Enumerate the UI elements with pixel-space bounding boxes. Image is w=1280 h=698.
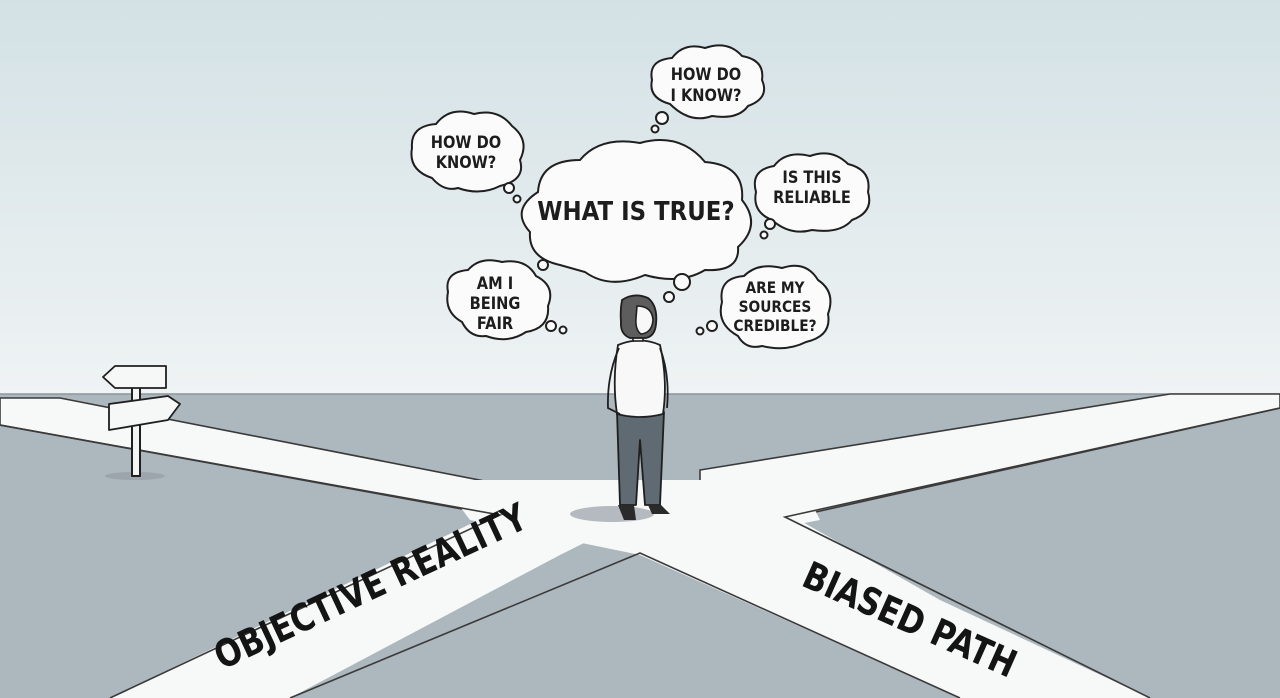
road-edge bbox=[289, 552, 961, 698]
are-my-sources-line2: SOURCES bbox=[739, 297, 812, 316]
right-road bbox=[560, 512, 1150, 698]
person-shadow bbox=[570, 506, 654, 522]
how-do-i-know-line2: I KNOW? bbox=[670, 85, 741, 105]
are-my-sources-line1: ARE MY bbox=[745, 278, 804, 297]
are-my-sources-line3: CREDIBLE? bbox=[733, 316, 816, 335]
left-road bbox=[110, 512, 640, 698]
thought-bubble-how-do-know-left: HOW DO KNOW? bbox=[410, 110, 525, 204]
thought-bubble-is-this-reliable: IS THIS RELIABLE bbox=[753, 152, 871, 240]
road-edge bbox=[0, 424, 503, 698]
sign-arrow-right bbox=[108, 395, 181, 431]
road-edge bbox=[782, 407, 1280, 698]
thought-bubble-main: WHAT IS TRUE? bbox=[520, 139, 752, 303]
thought-bubble-how-do-i-know-top: HOW DO I KNOW? bbox=[650, 44, 766, 134]
thought-bubble-am-i-being-fair: AM I BEING FAIR bbox=[446, 259, 568, 341]
am-i-being-fair-line2: BEING bbox=[470, 293, 521, 313]
am-i-being-fair-line3: FAIR bbox=[477, 313, 513, 333]
person bbox=[570, 294, 670, 522]
signpost bbox=[102, 365, 181, 480]
is-this-reliable-line2: RELIABLE bbox=[773, 187, 851, 207]
thought-bubble-are-my-sources-credible: ARE MY SOURCES CREDIBLE? bbox=[695, 264, 832, 350]
how-do-know-line2: KNOW? bbox=[436, 152, 497, 172]
am-i-being-fair-line1: AM I bbox=[477, 273, 513, 293]
how-do-i-know-line1: HOW DO bbox=[671, 64, 741, 84]
how-do-know-line1: HOW DO bbox=[431, 132, 501, 152]
what-is-true-text: WHAT IS TRUE? bbox=[537, 196, 734, 227]
sign-arrow-left bbox=[102, 365, 167, 389]
is-this-reliable-line1: IS THIS bbox=[782, 167, 841, 187]
